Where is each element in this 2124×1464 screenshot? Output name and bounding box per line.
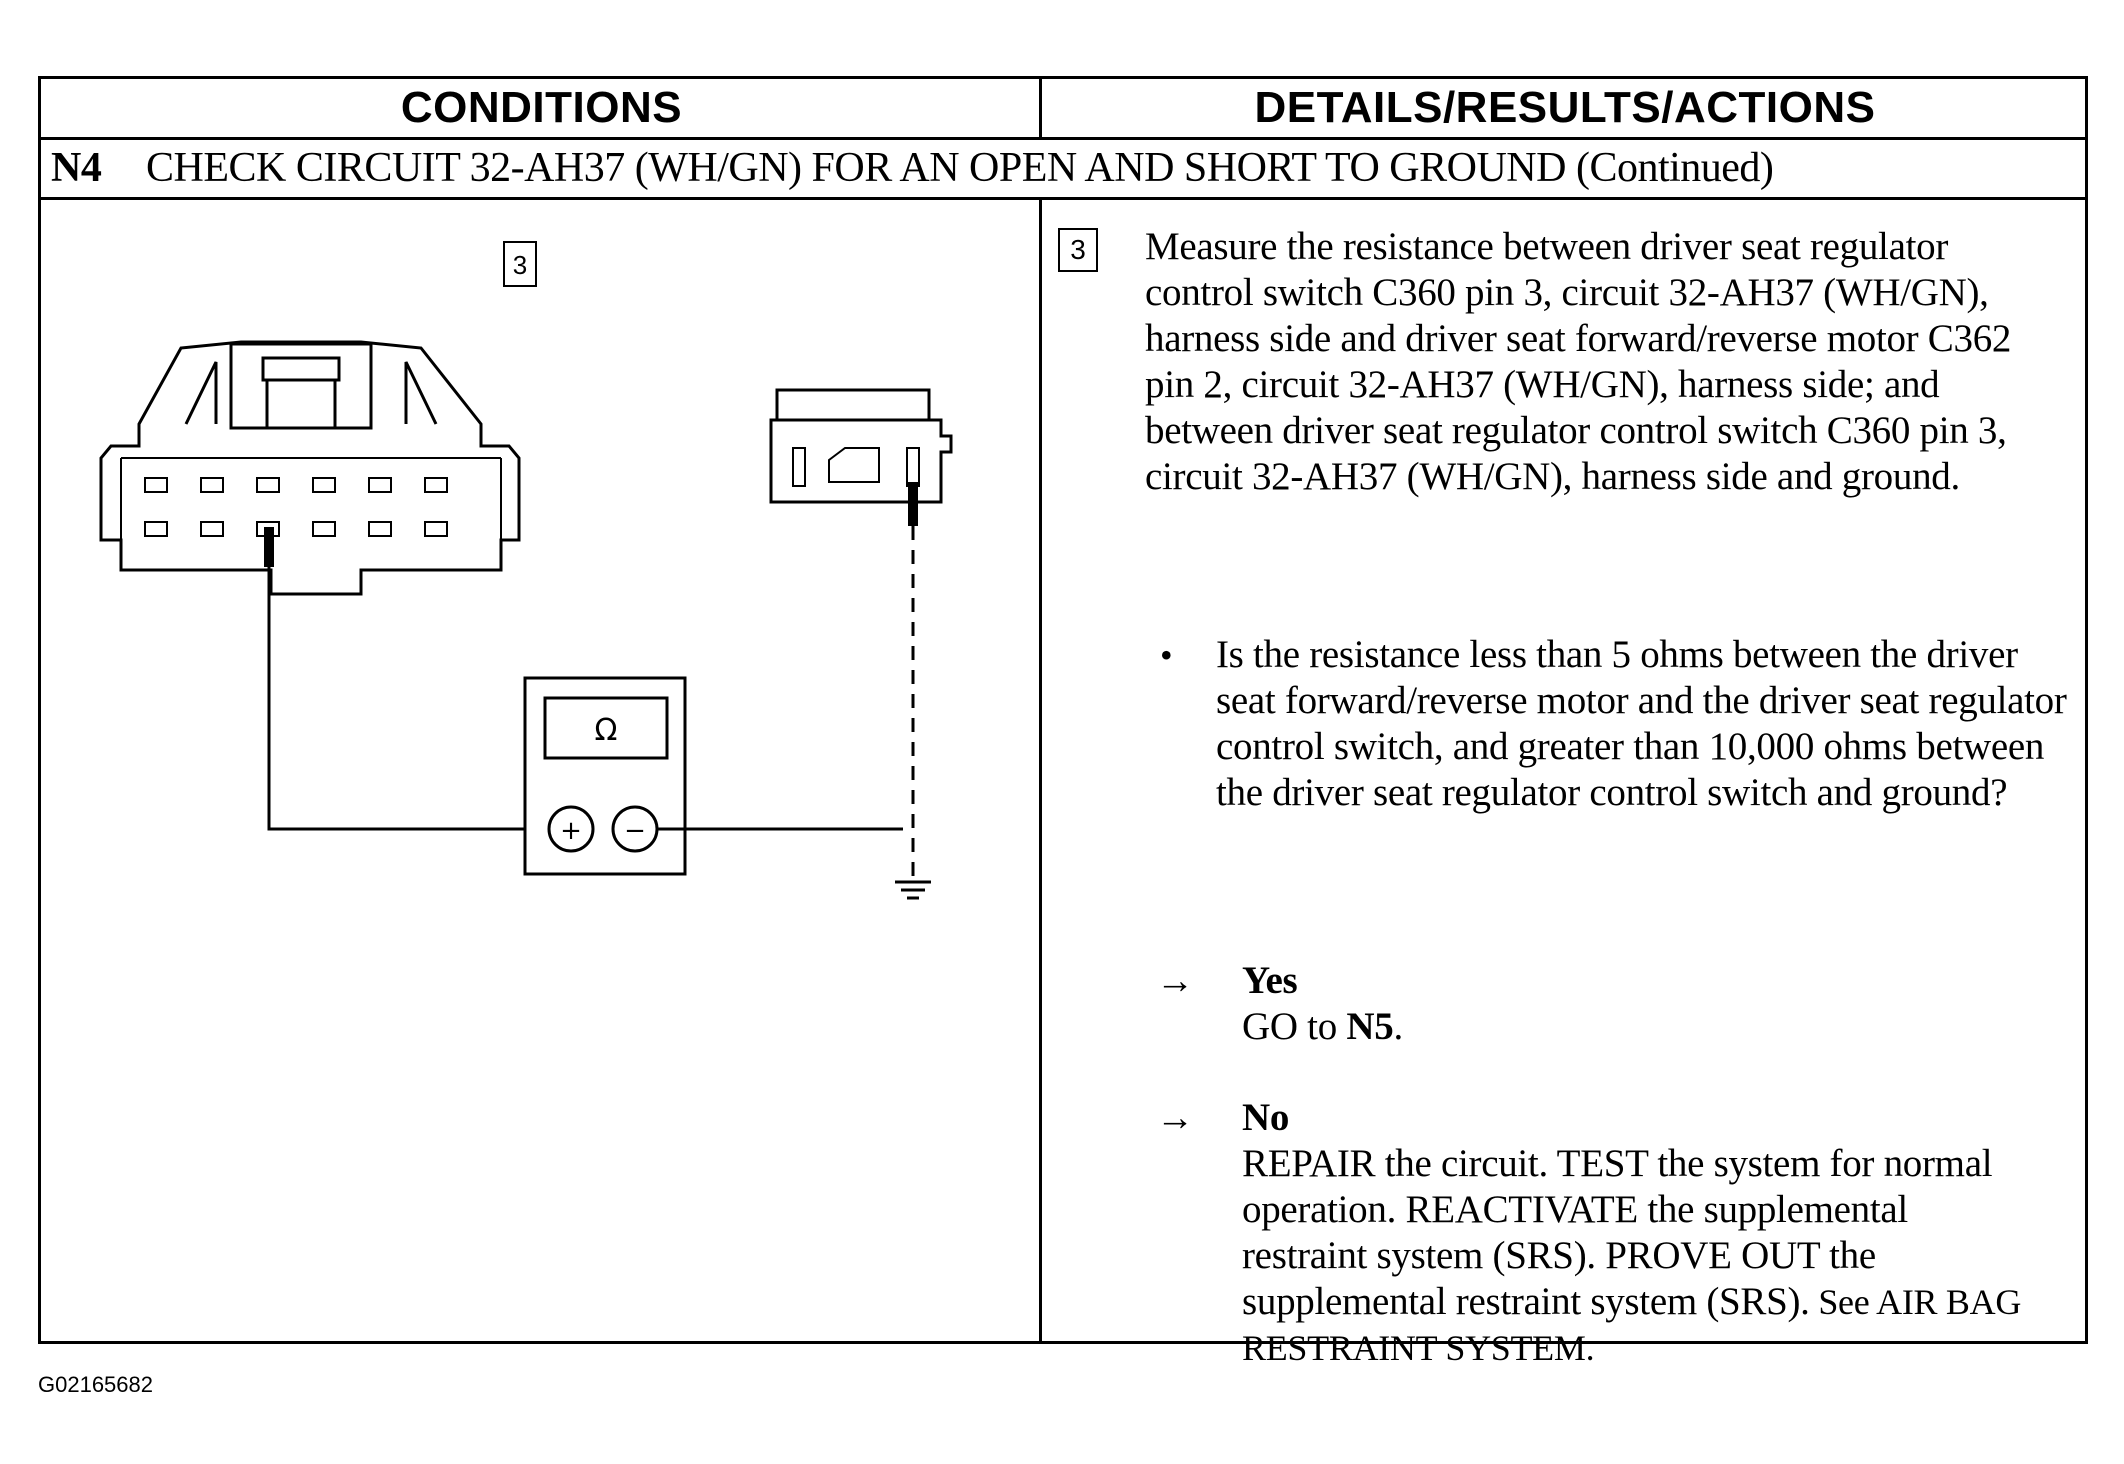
details-step-box: 3 <box>1058 228 1098 272</box>
wiring-diagram-svg: 3 <box>99 241 953 900</box>
column-divider-body <box>1039 199 1042 1344</box>
wiring-diagram: 3 <box>41 202 1039 1344</box>
column-divider-top <box>1039 79 1042 137</box>
step-code: N4 <box>51 145 102 191</box>
figure-id: G02165682 <box>38 1372 153 1397</box>
ohmmeter-icon: Ω + − <box>523 676 687 876</box>
see-reference: See AIR BAG RESTRAINT SYSTEM. <box>1242 1282 2022 1368</box>
c362-connector-icon <box>769 388 953 504</box>
step-title-row: N4 CHECK CIRCUIT 32-AH37 (WH/GN) FOR AN … <box>51 139 1774 197</box>
no-action-repair: REPAIR the circuit. TEST the system for … <box>1242 1142 1993 1277</box>
details-header: DETAILS/RESULTS/ACTIONS <box>1254 83 1876 132</box>
c362-probe-icon <box>908 482 918 526</box>
no-arrow-icon: → <box>1156 1097 1194 1139</box>
measure-instruction: Measure the resistance between driver se… <box>1145 225 2012 498</box>
question-bullet: • <box>1160 635 1173 675</box>
diagram-step-box <box>503 241 537 287</box>
c360-connector-icon <box>99 340 521 596</box>
resistance-question: Is the resistance less than 5 ohms betwe… <box>1216 633 2067 814</box>
yes-action: GO to N5. <box>1242 1004 2042 1050</box>
no-action: REPAIR the circuit. TEST the system for … <box>1242 1141 2042 1371</box>
meter-ohm-symbol: Ω <box>595 713 618 748</box>
procedure-table: CONDITIONS DETAILS/RESULTS/ACTIONS N4 CH… <box>38 76 2088 1368</box>
positive-lead <box>267 567 525 831</box>
positive-symbol: + <box>560 816 582 846</box>
yes-arrow-icon: → <box>1156 960 1194 1002</box>
details-panel: 3 Measure the resistance between driver … <box>1042 202 2085 1368</box>
ground-icon <box>895 880 931 900</box>
positive-terminal <box>547 805 595 853</box>
negative-symbol: − <box>624 816 646 846</box>
conditions-header: CONDITIONS <box>400 83 683 132</box>
no-action-prove-out: PROVE OUT the supplemental restraint sys… <box>1242 1234 1876 1323</box>
no-label: No <box>1242 1096 1290 1139</box>
go-to-target-link[interactable]: N5 <box>1346 1005 1394 1048</box>
title-rule <box>41 197 2085 200</box>
diagram-step-number: 3 <box>513 250 527 280</box>
step-title: CHECK CIRCUIT 32-AH37 (WH/GN) FOR AN OPE… <box>146 145 1774 191</box>
header-rule <box>41 137 2085 140</box>
c360-probe-icon <box>264 527 274 567</box>
yes-action-prefix: GO to <box>1242 1005 1347 1048</box>
yes-action-suffix: . <box>1393 1005 1403 1048</box>
yes-label: Yes <box>1242 959 1298 1002</box>
